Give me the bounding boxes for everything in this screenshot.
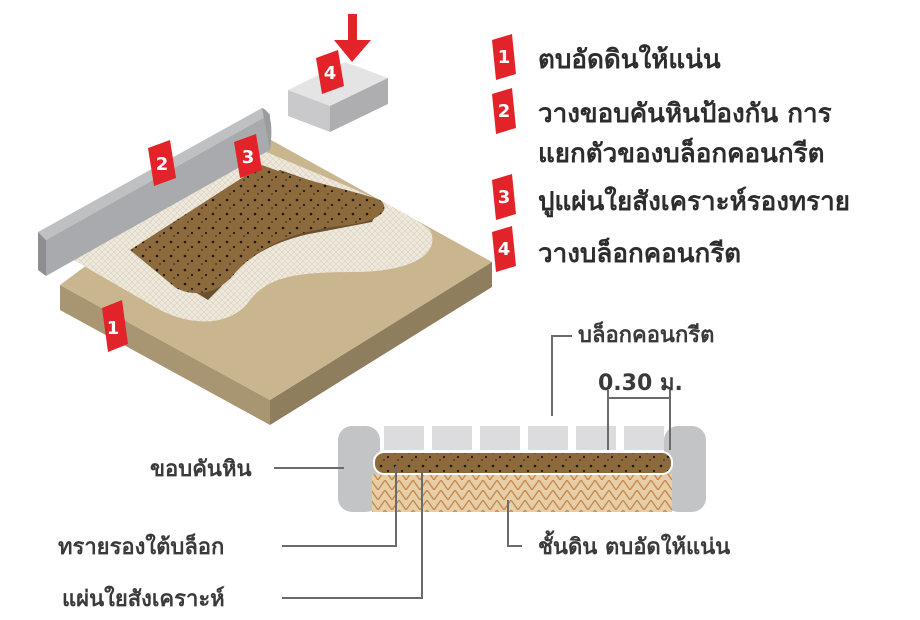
svg-text:3: 3 — [242, 147, 255, 168]
svg-text:1: 1 — [107, 318, 120, 339]
cross-section: 0.30 ม. บล็อกคอนกรีต ขอบคันหิน ทรายรองใต… — [58, 320, 730, 612]
step-1-text: ตบอัดดินให้แน่น — [538, 44, 721, 75]
sand-layer-section — [373, 451, 673, 475]
step-4-text: วางบล็อกคอนกรีต — [538, 237, 741, 269]
step-3-text: ปูแผ่นใยสังเคราะห์รองทราย — [538, 186, 850, 218]
step-1-badge — [492, 34, 516, 80]
step-2-text-line2: แยกตัวของบล็อกคอนกรีต — [538, 137, 824, 169]
step-4-badge — [492, 226, 516, 272]
dimension-label: 0.30 ม. — [598, 371, 683, 396]
badge-1-illustration: 1 — [102, 300, 128, 352]
svg-text:4: 4 — [498, 239, 511, 260]
svg-text:2: 2 — [498, 101, 511, 122]
badge-2-illustration: 2 — [148, 140, 176, 186]
arrow-down-icon — [334, 14, 371, 62]
step-list: 1 ตบอัดดินให้แน่น 2 วางขอบคันหินป้องกัน … — [492, 34, 850, 272]
curb-left — [338, 426, 380, 512]
badge-4-illustration: 4 — [316, 50, 344, 94]
soil-slab-side — [270, 262, 492, 425]
soil-label: ชั้นดิน ตบอัดให้แน่น — [538, 530, 730, 560]
soil-layer-section — [372, 474, 672, 512]
sand-label: ทรายรองใต้บล็อก — [58, 532, 224, 560]
sand-bedding-layer — [130, 165, 385, 300]
isometric-illustration — [38, 14, 492, 425]
svg-text:2: 2 — [156, 154, 169, 175]
badge-3-illustration: 3 — [234, 134, 262, 178]
step-3-badge — [492, 174, 516, 220]
block-label: บล็อกคอนกรีต — [578, 320, 714, 348]
step-2-text: วางขอบคันหินป้องกัน การ — [538, 99, 832, 129]
svg-text:4: 4 — [324, 63, 337, 84]
step-2-badge — [492, 88, 516, 134]
dimension-marker — [607, 390, 671, 450]
step-1: 1 ตบอัดดินให้แน่น — [492, 34, 721, 80]
fabric-label: แผ่นใยสังเคราะห์ — [62, 585, 225, 612]
paver-blocks — [384, 426, 664, 450]
step-4: 4 วางบล็อกคอนกรีต — [492, 226, 741, 272]
step-2: 2 วางขอบคันหินป้องกัน การ แยกตัวของบล็อก… — [492, 88, 832, 169]
svg-text:1: 1 — [498, 47, 511, 68]
svg-text:3: 3 — [498, 187, 511, 208]
curb-right — [664, 426, 706, 512]
curb-label: ขอบคันหิน — [150, 457, 252, 482]
step-3: 3 ปูแผ่นใยสังเคราะห์รองทราย — [492, 174, 850, 220]
